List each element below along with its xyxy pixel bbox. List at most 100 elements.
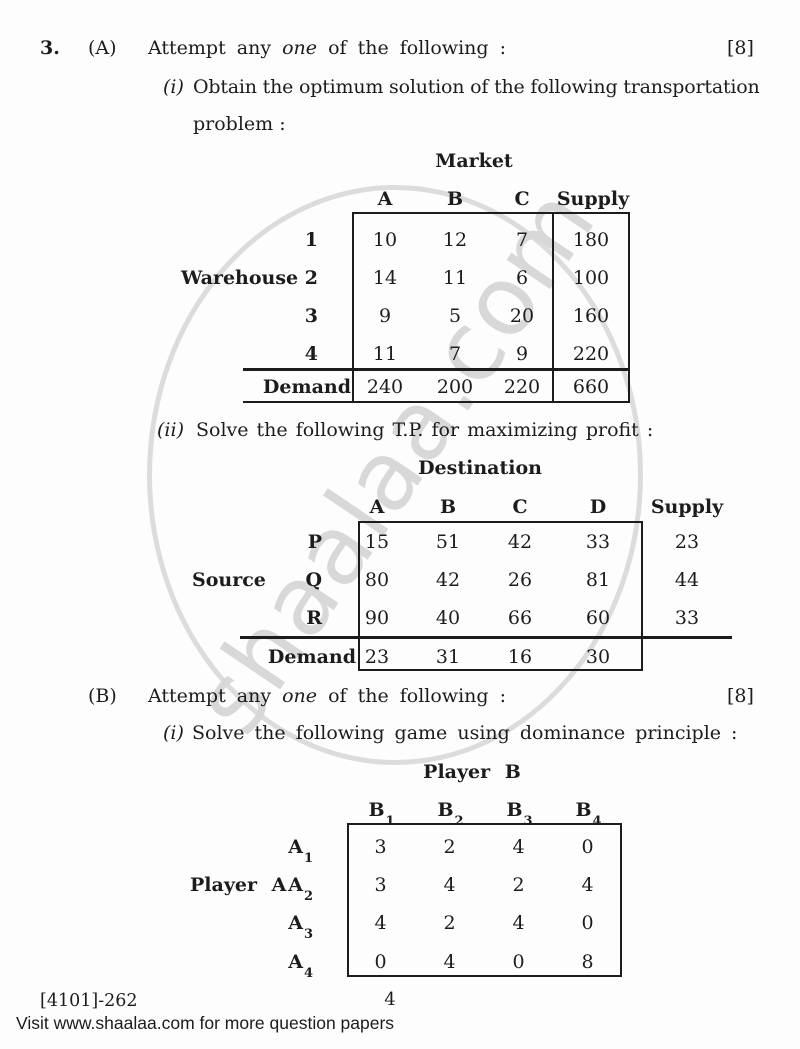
prompt-emphasis: one [282, 37, 318, 59]
market-col-header-b: B [446, 188, 464, 210]
prompt-suffix: of the following : [328, 37, 506, 59]
game-row-label: A2 [288, 874, 313, 904]
paper-code: [4101]-262 [40, 991, 138, 1011]
destination-cell: 26 [507, 569, 533, 591]
market-row-label: 1 [304, 229, 318, 251]
market-table-demand-rule [243, 368, 630, 371]
game-cell: 8 [581, 951, 594, 973]
game-cell: 2 [443, 912, 456, 934]
market-demand-label: Demand [262, 376, 351, 398]
destination-supply-cell: 33 [674, 607, 700, 629]
market-table-border-bottom [243, 401, 630, 403]
section-b-part-i-marker: (i) [163, 722, 184, 744]
section-a-label: (A) [88, 37, 117, 59]
page-number: 4 [384, 989, 396, 1010]
game-row-label: A1 [288, 836, 313, 866]
destination-col-header-c: C [512, 496, 528, 518]
section-a-prompt: Attempt any one of the following : [148, 36, 506, 60]
destination-row-label: P [307, 531, 322, 553]
destination-cell: 33 [585, 531, 611, 553]
destination-demand-cell: 30 [585, 646, 611, 668]
destination-cell: 80 [364, 569, 390, 591]
destination-row-label: Q [305, 569, 322, 591]
destination-demand-label: Demand [267, 646, 356, 668]
game-cell: 3 [374, 836, 387, 858]
destination-cell: 51 [435, 531, 461, 553]
game-table-title: Player B [423, 761, 521, 783]
destination-cell: 66 [507, 607, 533, 629]
market-demand-total: 660 [572, 376, 610, 398]
game-cell: 0 [374, 951, 387, 973]
destination-table-border-right [641, 521, 643, 671]
game-row-label: A4 [288, 951, 313, 981]
market-cell: 14 [372, 267, 398, 289]
destination-table-border-bottom [358, 669, 643, 671]
destination-table-title: Destination [418, 457, 542, 479]
part-i-text-line2: problem : [193, 113, 286, 135]
section-b-marks: [8] [727, 685, 754, 707]
market-demand-cell: 220 [503, 376, 541, 398]
destination-cell: 40 [435, 607, 461, 629]
game-col-header-b1: B1 [368, 799, 395, 829]
market-cell: 11 [372, 343, 398, 365]
market-cell: 9 [378, 305, 392, 327]
footer-link[interactable]: Visit www.shaalaa.com for more question … [16, 1013, 395, 1033]
destination-demand-cell: 31 [435, 646, 461, 668]
warehouse-label: Warehouse [180, 267, 299, 289]
game-cell: 4 [581, 874, 594, 896]
part-ii-text: Solve the following T.P. for maximizing … [196, 419, 654, 441]
market-row-group-label: Warehouse 2 [172, 266, 318, 290]
game-cell: 2 [512, 874, 525, 896]
game-cell: 2 [443, 836, 456, 858]
game-cell: 4 [374, 912, 387, 934]
market-cell: 6 [515, 267, 529, 289]
destination-table-demand-rule [240, 636, 732, 639]
destination-cell: 42 [507, 531, 533, 553]
part-ii-marker: (ii) [157, 419, 184, 441]
market-cell: 7 [515, 229, 529, 251]
market-col-header-a: A [377, 188, 393, 210]
game-table-border-bottom [347, 975, 622, 977]
game-cell: 4 [512, 836, 525, 858]
destination-cell: 81 [585, 569, 611, 591]
market-row-label: 2 [304, 267, 318, 289]
game-cell: 0 [512, 951, 525, 973]
market-col-header-c: C [514, 188, 530, 210]
question-number: 3. [40, 37, 60, 59]
destination-cell: 60 [585, 607, 611, 629]
market-table-title: Market [435, 150, 513, 172]
game-cell: 0 [581, 912, 594, 934]
prompt-suffix: of the following : [328, 685, 506, 707]
game-row-group-label: Player A [190, 874, 287, 896]
destination-demand-cell: 23 [364, 646, 390, 668]
section-b-part-i-text: Solve the following game using dominance… [192, 722, 738, 744]
watermark-circle [147, 185, 643, 765]
market-cell: 11 [442, 267, 468, 289]
game-col-header-b3: B3 [506, 799, 533, 829]
market-supply-cell: 160 [572, 305, 610, 327]
game-cell: 4 [443, 874, 456, 896]
game-cell: 4 [512, 912, 525, 934]
destination-row-group-label: Source [192, 569, 266, 591]
prompt-prefix: Attempt any [148, 685, 272, 707]
market-row-label: 3 [304, 305, 318, 327]
destination-col-header-a: A [369, 496, 385, 518]
destination-cell: 42 [435, 569, 461, 591]
game-col-header-b2: B2 [437, 799, 464, 829]
market-table-border-right [628, 212, 630, 403]
market-demand-cell: 240 [366, 376, 404, 398]
market-supply-cell: 180 [572, 229, 610, 251]
market-cell: 7 [448, 343, 462, 365]
destination-supply-cell: 23 [674, 531, 700, 553]
game-table-border-top [347, 823, 622, 825]
market-cell: 20 [509, 305, 535, 327]
destination-table-border-top [358, 521, 643, 523]
destination-col-header-b: B [439, 496, 457, 518]
market-cell: 9 [515, 343, 529, 365]
part-i-text-line1: Obtain the optimum solution of the follo… [193, 76, 760, 98]
market-col-header-supply: Supply [556, 188, 630, 210]
section-b-prompt: Attempt any one of the following : [148, 684, 506, 708]
market-cell: 5 [448, 305, 462, 327]
game-col-header-b4: B4 [575, 799, 602, 829]
